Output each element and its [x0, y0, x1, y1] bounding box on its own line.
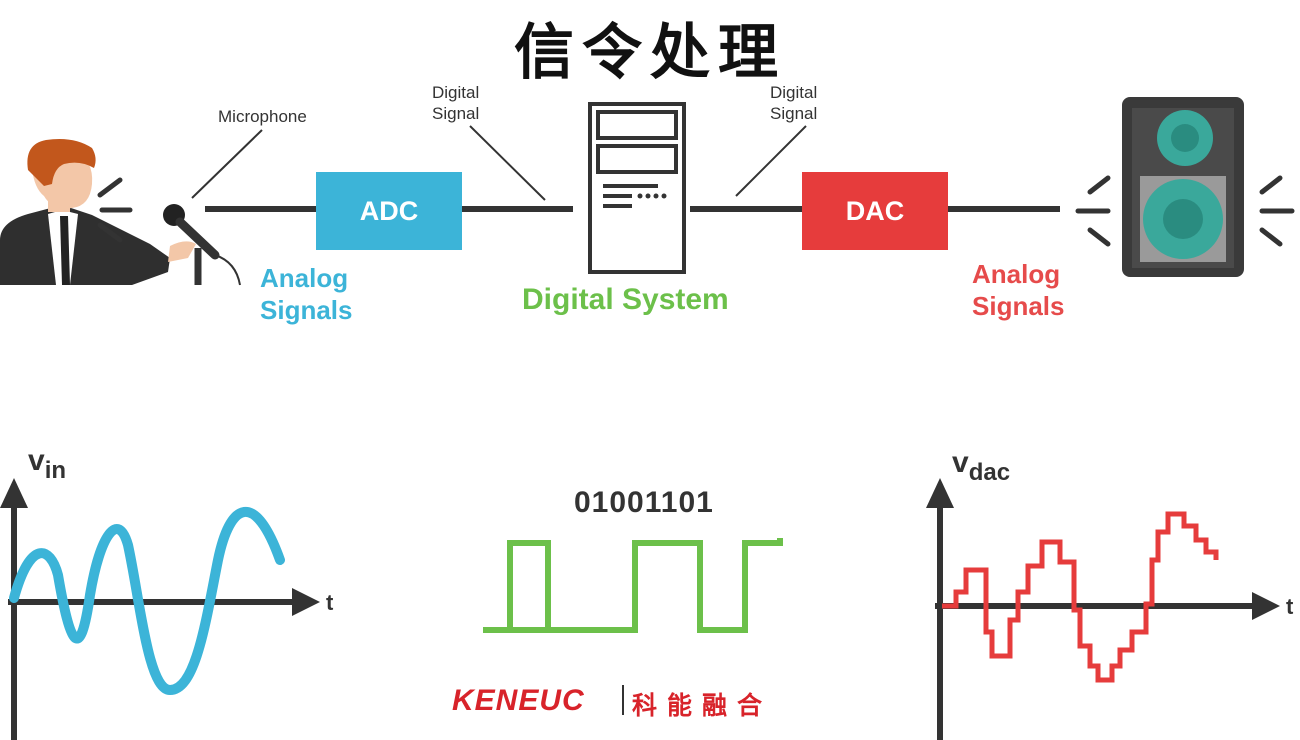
- digital-system-label: Digital System: [522, 283, 729, 316]
- vin-graph-axes: [0, 478, 320, 740]
- page-title: 信令处理: [514, 18, 786, 88]
- analog-signals-input-label-line1: Analog: [260, 263, 349, 293]
- loudspeaker-icon: [1122, 97, 1244, 277]
- vdac-graph-axes: [926, 478, 1280, 740]
- sound-waves-right-icon: [1259, 175, 1295, 247]
- digital-signal-left-label-line1: Digital: [432, 83, 480, 102]
- analog-signals-output-label-line2: Signals: [972, 291, 1065, 321]
- sound-waves-left-icon: [1075, 175, 1111, 247]
- digital-square-waveform: [483, 538, 783, 633]
- dac-output-staircase-waveform: [942, 511, 1219, 683]
- microphone-leader-line: [191, 129, 263, 199]
- analog-signals-output-label-line1: Analog: [972, 259, 1061, 289]
- digital-signal-left-leader-line: [469, 125, 546, 201]
- computer-indicator-dots: [637, 193, 667, 199]
- microphone-icon: [163, 204, 241, 286]
- analog-input-waveform: [9, 506, 285, 696]
- digital-signal-right-leader-line: [735, 125, 807, 197]
- vdac-axis-label: vdac: [952, 446, 1011, 486]
- digital-signal-right-label-line1: Digital: [770, 83, 818, 102]
- adc-block: ADC: [316, 172, 462, 250]
- analog-signals-input-label-line2: Signals: [260, 295, 353, 325]
- adc-label: ADC: [359, 195, 419, 226]
- microphone-label: Microphone: [218, 107, 307, 126]
- dac-label: DAC: [845, 195, 905, 226]
- digital-system-computer-icon: [588, 102, 686, 274]
- digital-signal-right-label-line2: Signal: [770, 104, 818, 123]
- vin-time-axis-label: t: [326, 590, 334, 615]
- speaker-person-icon: [0, 139, 196, 285]
- brand-logo-latin: KENEUC: [452, 684, 585, 717]
- vdac-time-axis-label: t: [1286, 594, 1294, 619]
- vin-axis-label: vin: [28, 444, 67, 484]
- voice-waves-icon: [97, 177, 133, 243]
- dac-block: DAC: [802, 172, 948, 250]
- brand-logo-chinese: 科能融合: [632, 692, 773, 720]
- binary-code-label: 01001101: [574, 486, 714, 519]
- digital-signal-left-label-line2: Signal: [432, 104, 480, 123]
